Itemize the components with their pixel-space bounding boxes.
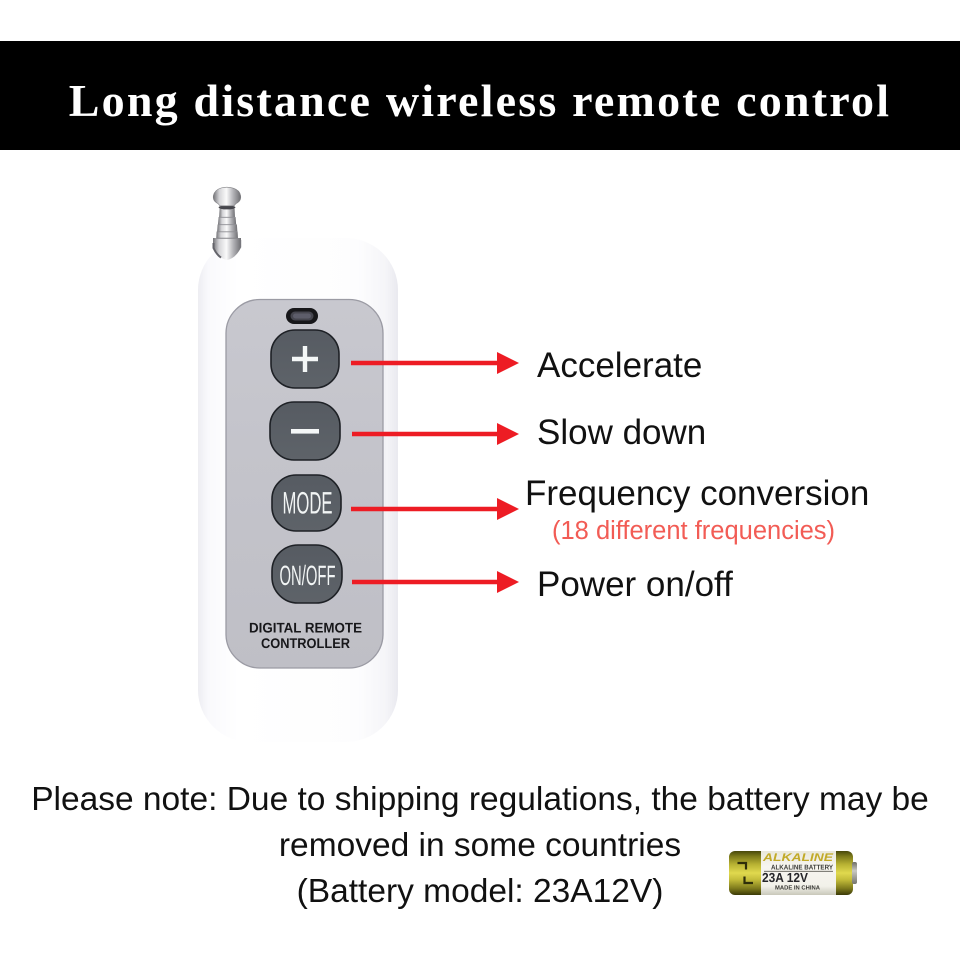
svg-text:MADE IN CHINA: MADE IN CHINA <box>775 885 821 891</box>
svg-text:MODE: MODE <box>282 485 332 520</box>
svg-text:DIGITAL REMOTE: DIGITAL REMOTE <box>249 619 362 635</box>
svg-text:ALKALINE: ALKALINE <box>762 852 834 864</box>
svg-text:23A 12V: 23A 12V <box>762 870 808 885</box>
svg-text:CONTROLLER: CONTROLLER <box>261 635 350 651</box>
svg-text:ALKALINE BATTERY: ALKALINE BATTERY <box>771 864 833 871</box>
svg-text:ON/OFF: ON/OFF <box>279 560 335 591</box>
